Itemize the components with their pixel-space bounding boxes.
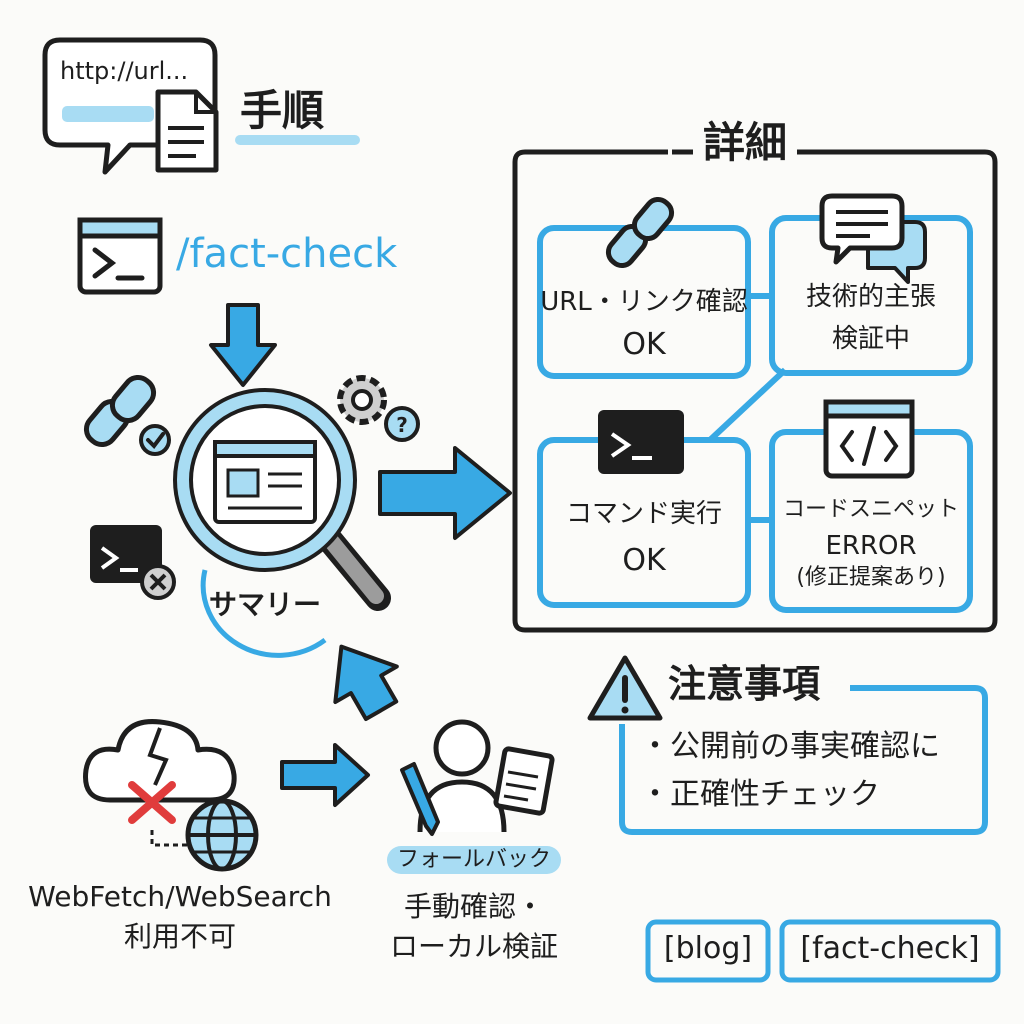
link-icon [605, 196, 675, 269]
link-check-icon [83, 374, 171, 456]
fallback-line1: 手動確認・ [403, 890, 545, 923]
warning-icon [587, 655, 663, 721]
tag-fact-check: [fact-check] [800, 931, 980, 966]
summary-arc [200, 569, 327, 658]
arrow-right-icon [378, 446, 512, 540]
card-claim-status: 検証中 [831, 324, 911, 354]
url-text: http://url... [60, 57, 189, 85]
card-command-status: OK [622, 543, 666, 578]
tag-blog: [blog] [663, 931, 753, 966]
svg-text:?: ? [396, 413, 408, 437]
code-icon [823, 399, 915, 479]
arrow-up-icon [333, 644, 399, 722]
caution-item-1: ・公開前の事実確認に [640, 729, 940, 764]
terminal-icon [598, 410, 684, 474]
caution-frame [619, 685, 988, 835]
fallback-badge: フォールバック [386, 846, 562, 875]
tag-frame-fact-check [779, 919, 1001, 983]
gear-question-icon: ? [337, 375, 420, 442]
url-highlight [62, 106, 154, 122]
card-url-status: OK [622, 327, 666, 362]
steps-title: 手順 [240, 86, 325, 135]
pen-icon [400, 762, 440, 836]
card-claim-label: 技術的主張 [805, 282, 937, 312]
terminal-error-icon [90, 525, 176, 600]
details-title: 詳細 [692, 119, 798, 167]
notepad-icon [493, 746, 555, 816]
summary-label: サマリー [208, 588, 322, 621]
fallback-line2: ローカル検証 [389, 930, 559, 963]
terminal-icon [77, 217, 163, 295]
caution-title: 注意事項 [668, 662, 821, 706]
chat-icon [819, 193, 927, 284]
tag-frame-blog [645, 919, 771, 983]
document-icon [155, 89, 219, 173]
webfetch-line1: WebFetch/WebSearch [28, 880, 332, 913]
caution-item-2: ・正確性チェック [640, 777, 880, 812]
card-url-label: URL・リンク確認 [540, 287, 748, 317]
card-command-label: コマンド実行 [565, 499, 723, 529]
arrow-down-icon [209, 303, 277, 387]
card-code-label: コードスニペット [782, 497, 960, 522]
command-text: /fact-check [176, 231, 398, 277]
details-frame [512, 149, 998, 633]
arrow-right-small-icon [280, 743, 370, 807]
cloud-error-icon [83, 719, 259, 872]
card-code-status: ERROR [825, 531, 917, 561]
webfetch-line2: 利用不可 [123, 920, 237, 953]
card-code-note: (修正提案あり) [796, 565, 946, 590]
magnifier-icon [173, 388, 391, 611]
